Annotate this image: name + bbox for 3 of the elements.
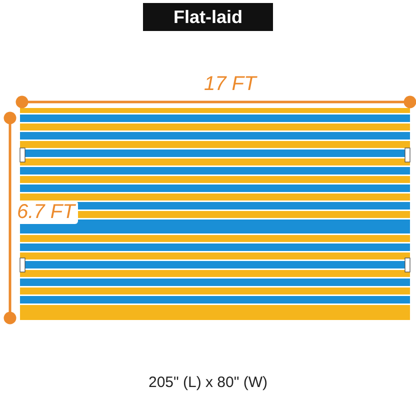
size-caption: 205" (L) x 80" (W) — [147, 374, 268, 391]
title: Flat-laid — [143, 3, 273, 31]
dimension-label: 17 FT — [204, 73, 256, 96]
